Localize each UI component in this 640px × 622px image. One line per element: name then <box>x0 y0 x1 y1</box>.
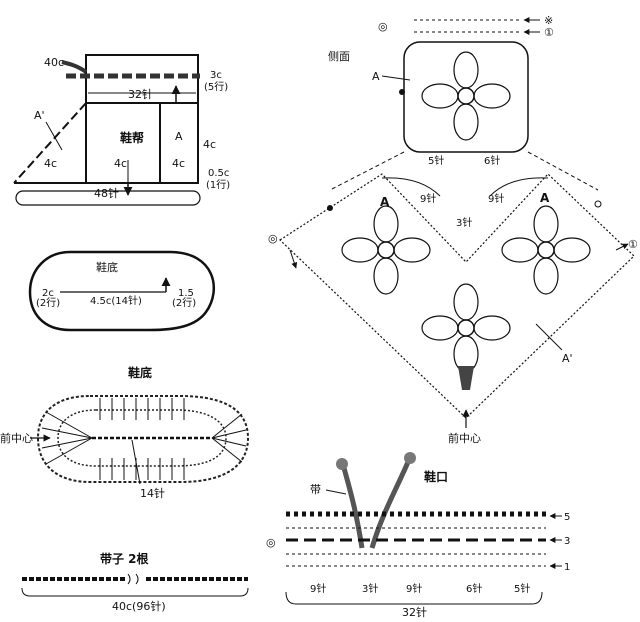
straps: 带子 2根 40c(96针) <box>21 551 249 613</box>
front-center-label: 前中心 <box>448 431 481 445</box>
front-corner-dot-right <box>594 200 602 208</box>
opening-seg-5: 5针 <box>514 582 530 595</box>
opening-strap-right <box>369 461 411 549</box>
connector-left <box>329 151 405 191</box>
upper-bottom-seg-3: 4c <box>172 157 185 170</box>
opening-strap-knot-left <box>336 458 348 470</box>
opening-row-5: 5 <box>564 512 570 523</box>
upper-right-top-rows: (5行) <box>204 80 228 93</box>
opening-title: 鞋口 <box>424 469 448 484</box>
front-mark-one: ① <box>628 238 638 251</box>
opening-total: 32针 <box>402 605 427 619</box>
side-count-right: 6针 <box>484 154 500 167</box>
side-label-a: A <box>372 70 380 83</box>
front-panel: 9针 3针 9针 A A ◎ ① A' 前中心 <box>268 173 638 445</box>
opening-bracket-total <box>285 591 543 605</box>
opening-row-sign: ◎ <box>266 536 276 549</box>
front-corner-dot-left <box>327 205 333 211</box>
side-row-sign: ◎ <box>378 20 388 33</box>
front-label-a-right: A <box>540 191 550 205</box>
opening-chart: 鞋口 带 ◎ 5 3 1 9针 3针 9针 6针 5针 32针 <box>266 452 570 619</box>
sole-chart-title: 鞋底 <box>128 365 152 380</box>
upper-strap-band <box>15 190 201 206</box>
side-top-rows <box>414 19 520 33</box>
front-count-9-right: 9针 <box>488 192 504 205</box>
upper-right-bottom-rows: (1行) <box>206 178 230 191</box>
upper-bottom-seg-2: 4c <box>114 157 127 170</box>
upper-yarn-tail <box>61 60 88 74</box>
front-row-sign: ◎ <box>268 232 278 245</box>
sole-right-label: 1.5 <box>178 288 194 299</box>
connector-right <box>527 151 599 191</box>
front-motif-right-center <box>537 241 555 259</box>
sole-chart: 鞋底 前中心 14针 <box>0 365 250 500</box>
upper-right-bottom-label: 0.5c <box>208 168 229 179</box>
front-center-wedge <box>458 366 474 390</box>
sole-chart-count-pointer <box>131 439 141 485</box>
front-count-3: 3针 <box>456 216 472 229</box>
opening-seg-1: 9针 <box>310 582 326 595</box>
opening-seg-3: 9针 <box>406 582 422 595</box>
side-motif-petals <box>421 51 511 141</box>
upper-right-top-label: 3c <box>210 70 222 81</box>
straps-title: 带子 2根 <box>100 551 149 566</box>
upper-top-left-label: 40c <box>44 56 64 69</box>
opening-strap-label: 带 <box>310 483 321 496</box>
sole-left-label: 2c <box>42 288 54 299</box>
front-motif-left-center <box>377 241 395 259</box>
upper-label-a: A <box>175 130 183 143</box>
upper-bottom-seg-1: 4c <box>44 157 57 170</box>
front-row-arrow <box>289 249 298 269</box>
upper-diagonal <box>13 102 87 184</box>
side-square <box>403 41 529 153</box>
side-title: 侧面 <box>328 50 350 63</box>
front-count-bracket-right <box>489 177 549 197</box>
opening-strap-knot-right <box>404 452 416 464</box>
upper-width-label: 32针 <box>128 87 153 101</box>
side-corner-dot <box>399 89 405 95</box>
front-count-bracket-left <box>381 177 441 197</box>
opening-row-1: 1 <box>564 562 570 573</box>
strap-bracket <box>21 587 249 597</box>
upper-a-prime-pointer <box>45 121 63 151</box>
side-motif-center <box>457 87 475 105</box>
upper-right-mid-label: 4c <box>203 138 216 151</box>
sole-chart-outer-ring <box>36 395 250 483</box>
sole-shape-title: 鞋底 <box>96 260 118 274</box>
front-label-a-left: A <box>380 195 390 209</box>
upper-title: 鞋帮 <box>120 130 144 145</box>
straps-length: 40c(96针) <box>112 599 166 613</box>
sole-right-rows: (2行) <box>172 296 196 309</box>
sole-center-label: 4.5c(14针) <box>90 294 142 307</box>
side-panel: ◎ ※ ① 侧面 A 5针 6针 <box>328 14 554 167</box>
opening-strap-left <box>341 467 365 549</box>
sole-left-rows: (2行) <box>36 296 60 309</box>
side-count-left: 5针 <box>428 154 444 167</box>
sole-shape: 鞋底 2c (2行) 4.5c(14针) 1.5 (2行) <box>28 250 215 332</box>
sole-chart-front-center: 前中心 <box>0 431 33 445</box>
front-outline <box>279 173 635 419</box>
opening-row-3: 3 <box>564 536 570 547</box>
side-a-pointer <box>381 75 411 81</box>
upper-label-a-prime: A' <box>34 109 45 122</box>
front-label-a-prime: A' <box>562 352 573 365</box>
front-count-9-left: 9针 <box>420 192 436 205</box>
opening-seg-2: 3针 <box>362 582 378 595</box>
sole-chart-stitches <box>41 398 247 480</box>
opening-strap-pointer <box>325 489 347 495</box>
opening-seg-4: 6针 <box>466 582 482 595</box>
upper-schematic: 40c 32针 3c (5行) 鞋帮 A A' 4c 4c 4c 4c 0.5c… <box>13 54 230 206</box>
front-one-arrow <box>615 243 629 251</box>
sole-outline <box>28 250 215 332</box>
sole-chart-stitch-count: 14针 <box>140 486 165 500</box>
opening-rows <box>286 511 546 567</box>
front-motif-bottom-center <box>457 319 475 337</box>
side-mark-one: ① <box>544 26 554 39</box>
front-motif-petals <box>341 205 591 373</box>
front-a-prime-pointer <box>535 323 563 351</box>
upper-bottom-total: 48针 <box>94 186 119 200</box>
side-mark-star: ※ <box>544 14 553 27</box>
strap-break-mark <box>127 573 139 585</box>
